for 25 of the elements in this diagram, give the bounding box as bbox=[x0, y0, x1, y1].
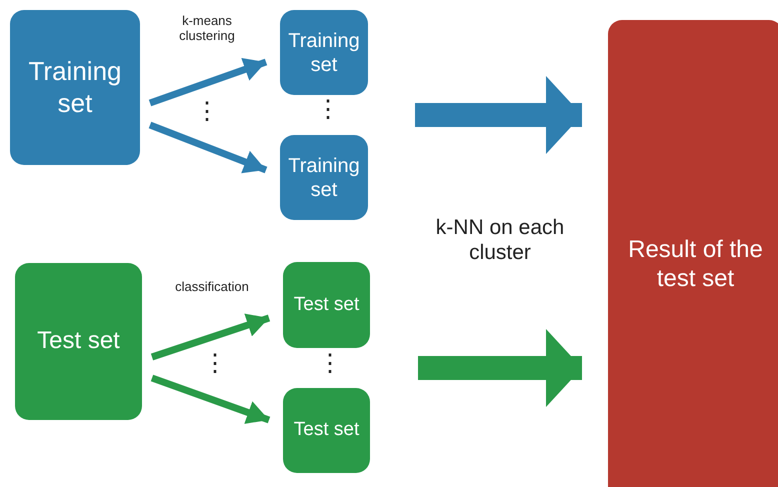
node-label: Result of the test set bbox=[627, 236, 764, 294]
arrow bbox=[150, 374, 270, 424]
ellipsis-mark: ⋮ bbox=[195, 98, 219, 127]
ellipsis-mark: ⋮ bbox=[316, 96, 340, 125]
ellipsis-mark: ⋮ bbox=[203, 350, 227, 379]
process-box bbox=[15, 263, 142, 420]
process-box bbox=[608, 20, 778, 487]
process-box bbox=[283, 388, 370, 473]
annotation-text: k-NN on each cluster bbox=[434, 215, 566, 266]
arrow bbox=[148, 58, 268, 106]
node-label: Training set bbox=[287, 28, 361, 76]
process-box bbox=[280, 10, 368, 95]
node-label: Test set bbox=[292, 294, 360, 316]
arrow bbox=[148, 122, 268, 174]
ellipsis-mark: ⋮ bbox=[318, 350, 342, 379]
node-label: Training set bbox=[287, 154, 361, 202]
node-label: Test set bbox=[36, 327, 121, 356]
process-box bbox=[280, 135, 368, 220]
arrow bbox=[150, 314, 270, 360]
node-label: Test set bbox=[292, 419, 360, 442]
arrow bbox=[418, 329, 582, 407]
node-label: Training set bbox=[28, 56, 122, 119]
arrow bbox=[415, 76, 582, 154]
process-box bbox=[10, 10, 140, 165]
process-box bbox=[283, 262, 370, 348]
